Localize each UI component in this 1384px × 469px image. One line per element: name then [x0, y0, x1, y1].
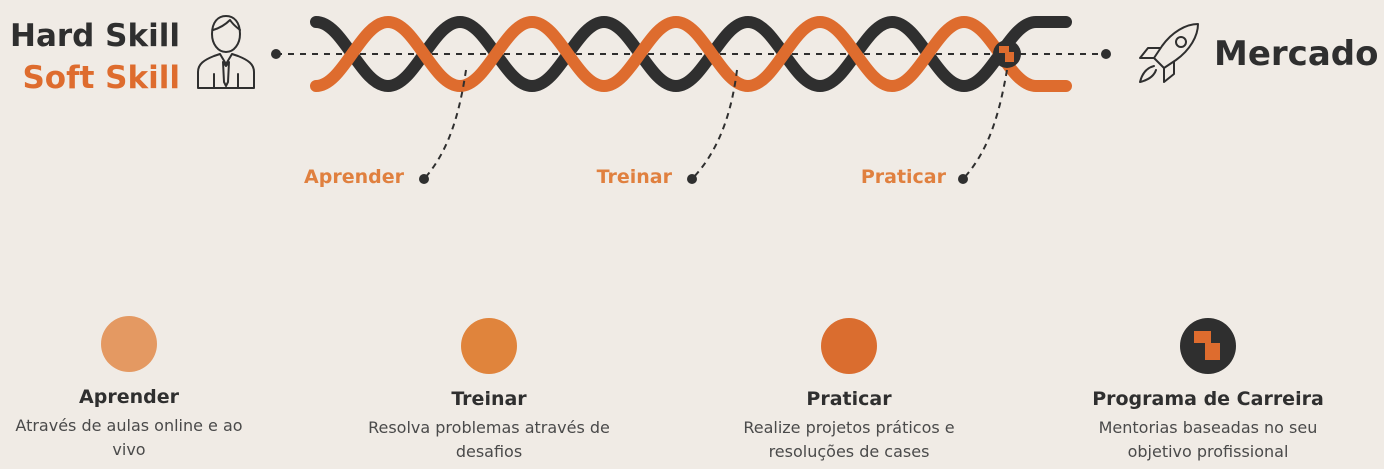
axis-end-dot — [1101, 49, 1111, 59]
timeline-label-aprender: Aprender — [304, 166, 404, 188]
brand-logo-mark — [1205, 343, 1220, 360]
card-programa-carreira: Programa de Carreira Mentorias baseadas … — [1058, 318, 1358, 464]
brand-badge-mark — [1005, 52, 1014, 62]
businessman-icon — [197, 15, 255, 89]
connector-dot — [687, 174, 697, 184]
card-description: Mentorias baseadas no seu objetivo profi… — [1098, 418, 1318, 461]
stage-dot-dark — [821, 318, 877, 374]
card-praticar: Praticar Realize projetos práticos e res… — [699, 318, 999, 464]
soft-skill-label: Soft Skill — [22, 60, 180, 96]
card-aprender: Aprender Através de aulas online e ao vi… — [0, 316, 279, 462]
card-description: Resolva problemas através de desafios — [368, 418, 610, 461]
card-title: Programa de Carreira — [1092, 388, 1324, 410]
card-title: Aprender — [79, 386, 179, 408]
brand-logo-icon — [1180, 318, 1236, 374]
card-title: Praticar — [806, 388, 892, 410]
connector-aprender — [423, 69, 467, 180]
card-title: Treinar — [451, 388, 527, 410]
helix-strand-orange — [310, 15, 1072, 93]
connector-treinar — [691, 69, 738, 180]
card-description: Realize projetos práticos e resoluções d… — [743, 418, 955, 461]
brand-badge-mark — [999, 46, 1009, 53]
card-description: Através de aulas online e ao vivo — [15, 416, 243, 459]
axis-start-dot — [271, 49, 281, 59]
stage-dot-medium — [461, 318, 517, 374]
rocket-icon — [1139, 23, 1199, 83]
timeline-label-treinar: Treinar — [596, 166, 672, 188]
connector-praticar — [962, 69, 1008, 180]
hard-skill-label: Hard Skill — [10, 18, 180, 54]
stage-dot-light — [101, 316, 157, 372]
connector-dot — [419, 174, 429, 184]
timeline-label-praticar: Praticar — [860, 166, 946, 188]
helix-strand-dark — [310, 15, 1072, 93]
brand-logo-mark — [1194, 331, 1211, 343]
connector-dot — [958, 174, 968, 184]
card-treinar: Treinar Resolva problemas através de des… — [339, 318, 639, 464]
mercado-label: Mercado — [1214, 34, 1379, 74]
